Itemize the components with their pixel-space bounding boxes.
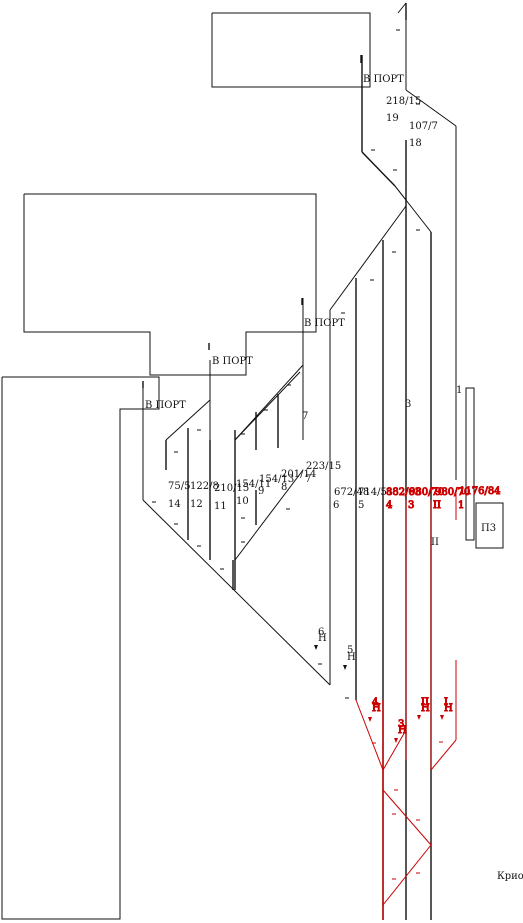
signal-label: 5 bbox=[347, 645, 353, 656]
track-number: 7 bbox=[302, 411, 308, 422]
signal-label: Н bbox=[398, 725, 407, 736]
switch-label: 201/14 bbox=[281, 469, 316, 480]
yard-fan bbox=[142, 360, 331, 686]
platform-label: П3 bbox=[481, 523, 496, 534]
port-label-mid: В ПОРТ bbox=[304, 318, 345, 329]
corner-label: Крио bbox=[497, 871, 523, 882]
signal-1 bbox=[440, 715, 444, 720]
building-middle bbox=[23, 193, 317, 376]
switch-label: 18 bbox=[409, 138, 422, 149]
track-number: 7 bbox=[305, 474, 311, 485]
track-number: 10 bbox=[236, 496, 249, 507]
track-labels: В ПОРТ В ПОРТ В ПОРТ В ПОРТ 218/15 19 10… bbox=[145, 74, 523, 882]
signal-3 bbox=[394, 738, 398, 743]
switch-label: 218/15 bbox=[386, 96, 421, 107]
signal-label: Н bbox=[318, 633, 327, 644]
signal-label: I bbox=[444, 697, 448, 708]
track-number: 3 bbox=[408, 500, 414, 511]
platform-narrow-box bbox=[465, 387, 475, 541]
switch-label: 19 bbox=[386, 113, 399, 124]
building-outlines bbox=[1, 12, 504, 920]
track-number: 9 bbox=[258, 486, 264, 497]
port-label-top: В ПОРТ bbox=[363, 74, 404, 85]
track-number: 11 bbox=[214, 501, 227, 512]
signal-label: Н bbox=[421, 703, 430, 714]
signal-5 bbox=[343, 665, 347, 670]
track-number: 1 bbox=[458, 500, 464, 511]
track-number: 6 bbox=[333, 500, 339, 511]
switch-label: 154/11 bbox=[236, 479, 271, 490]
signal-label: Н bbox=[444, 703, 453, 714]
switch-label: 75/5 bbox=[168, 481, 190, 492]
signal-label: Н bbox=[372, 703, 381, 714]
building-left bbox=[1, 376, 160, 920]
switch-label: 223/15 bbox=[306, 461, 341, 472]
port-label-left2: В ПОРТ bbox=[145, 400, 186, 411]
signal-label: 4 bbox=[372, 697, 378, 708]
track-number: 3 bbox=[405, 399, 411, 410]
signal-label: 6 bbox=[318, 627, 324, 638]
track-number: 4 bbox=[386, 500, 392, 511]
signal-6 bbox=[314, 645, 318, 650]
signal-II bbox=[417, 715, 421, 720]
signal-label: 3 bbox=[398, 719, 404, 730]
switch-label: 980/70 bbox=[409, 487, 444, 498]
signal-label: Н bbox=[347, 652, 356, 663]
building-top bbox=[211, 12, 371, 88]
switch-label: 1176/84 bbox=[459, 486, 501, 497]
track-number: 5 bbox=[358, 500, 364, 511]
track-number: 12 bbox=[190, 499, 203, 510]
switch-label: 882/63 bbox=[386, 487, 421, 498]
station-red-routes bbox=[355, 490, 457, 920]
signals bbox=[314, 645, 444, 743]
track-number: II bbox=[433, 500, 441, 511]
middle-fan bbox=[302, 205, 407, 920]
tick-marks bbox=[142, 29, 443, 880]
track-number: II bbox=[431, 537, 439, 548]
track-number: 1 bbox=[456, 385, 462, 396]
platform-p3-box bbox=[475, 502, 504, 549]
signal-4 bbox=[368, 717, 372, 722]
switch-label: 714/51 bbox=[358, 487, 393, 498]
switch-label: 122/8 bbox=[190, 481, 219, 492]
switch-label: 210/15 bbox=[214, 483, 249, 494]
switch-label: 107/7 bbox=[409, 121, 438, 132]
track-number: 14 bbox=[168, 499, 181, 510]
switch-label: 154/13 bbox=[259, 474, 294, 485]
track-number: 8 bbox=[281, 482, 287, 493]
switch-label: 980/70 bbox=[435, 487, 470, 498]
switch-label: 672/48 bbox=[334, 487, 369, 498]
port-label-left1: В ПОРТ bbox=[212, 356, 253, 367]
signal-label: II bbox=[421, 697, 429, 708]
